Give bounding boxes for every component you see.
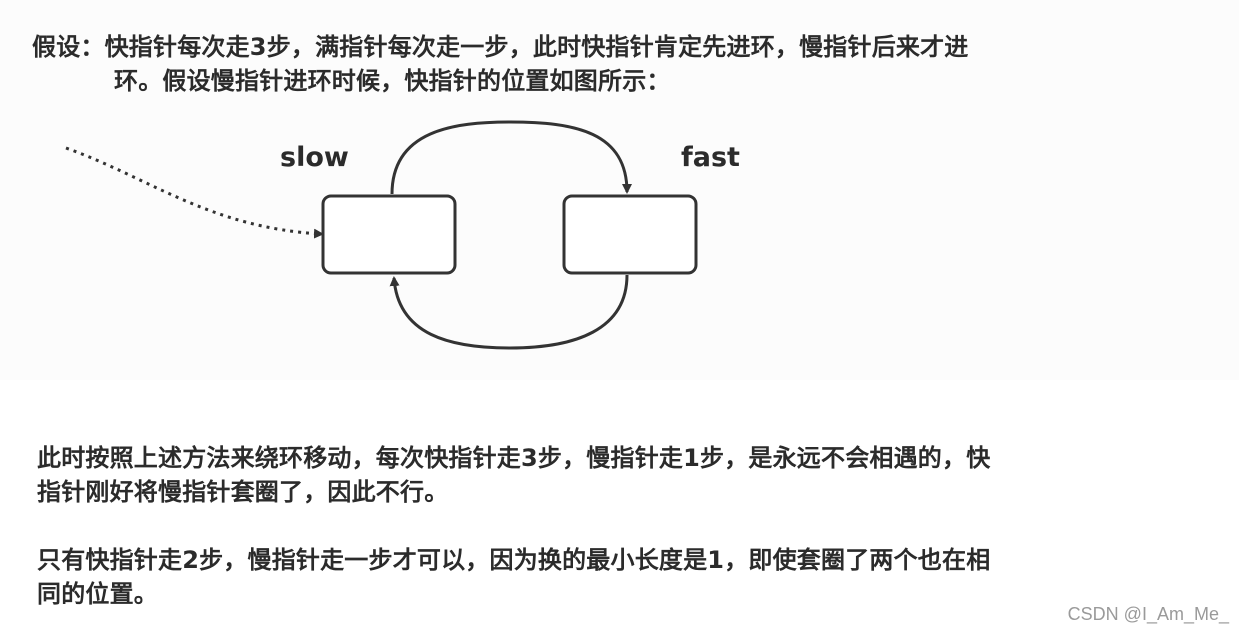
para2-line-1: 只有快指针走2步，慢指针走一步才可以，因为换的最小长度是1，即使套圈了两个也在相 — [37, 546, 991, 574]
diagram-panel — [0, 0, 1239, 380]
intro-text-1: 快指针每次走3步，满指针每次走一步，此时快指针肯定先进环，慢指针后来才进 — [104, 33, 969, 61]
intro-text: 假设：快指针每次走3步，满指针每次走一步，此时快指针肯定先进环，慢指针后来才进 … — [32, 30, 969, 98]
bottom-arc-arrow — [389, 274, 629, 350]
top-arc-arrow — [390, 120, 632, 195]
intro-line-2: 环。假设慢指针进环时候，快指针的位置如图所示： — [114, 67, 671, 95]
entry-dotted-arrow — [65, 146, 324, 239]
para1-line-1: 此时按照上述方法来绕环移动，每次快指针走3步，慢指针走1步，是永远不会相遇的，快 — [37, 444, 991, 472]
explanation-paragraph-1: 此时按照上述方法来绕环移动，每次快指针走3步，慢指针走1步，是永远不会相遇的，快… — [37, 441, 990, 509]
explanation-paragraph-2: 只有快指针走2步，慢指针走一步才可以，因为换的最小长度是1，即使套圈了两个也在相… — [37, 543, 990, 611]
intro-line-1: 假设：快指针每次走3步，满指针每次走一步，此时快指针肯定先进环，慢指针后来才进 — [32, 30, 969, 64]
para2-line-2: 同的位置。 — [37, 580, 158, 608]
slow-label: slow — [280, 142, 349, 173]
slow-node — [321, 194, 457, 275]
fast-label: fast — [681, 142, 740, 173]
para1-line-2: 指针刚好将慢指针套圈了，因此不行。 — [37, 478, 449, 506]
fast-node — [562, 194, 698, 275]
linked-list-cycle-diagram: slow fast — [65, 120, 740, 350]
intro-label: 假设： — [32, 33, 105, 61]
watermark: CSDN @I_Am_Me_ — [1067, 604, 1229, 624]
